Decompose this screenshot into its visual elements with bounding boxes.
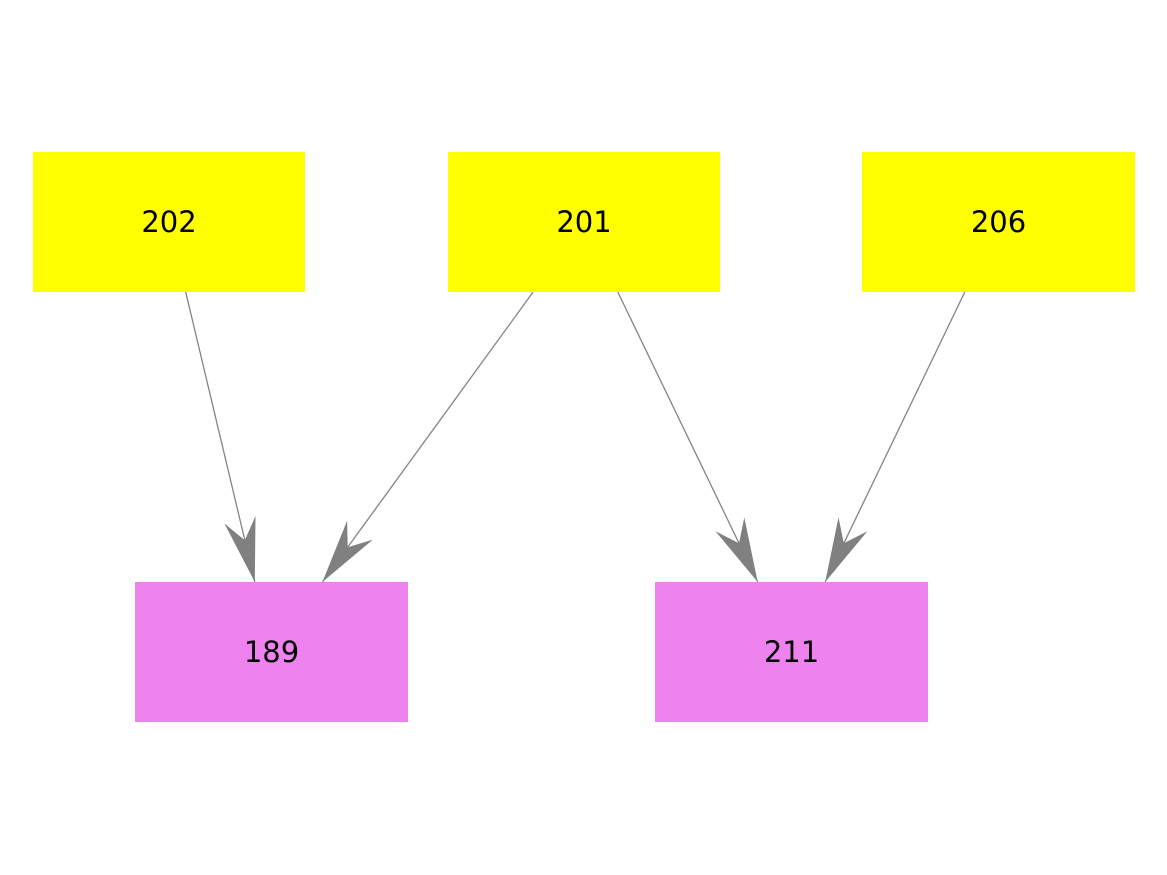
graph-node-206: 206 bbox=[862, 152, 1135, 292]
graph-node-201: 201 bbox=[448, 152, 720, 292]
graph-node-202: 202 bbox=[33, 152, 305, 292]
edge-201-189 bbox=[321, 291, 534, 583]
arrowhead-201-211 bbox=[715, 517, 758, 582]
arrowhead-202-189 bbox=[224, 516, 256, 582]
graph-node-189: 189 bbox=[135, 582, 408, 722]
graph-node-211: 211 bbox=[655, 582, 928, 722]
edge-206-211 bbox=[824, 291, 966, 583]
node-label-206: 206 bbox=[970, 204, 1027, 239]
edge-201-211 bbox=[617, 291, 759, 583]
edge-202-189 bbox=[185, 291, 256, 583]
node-label-211: 211 bbox=[763, 634, 820, 669]
node-label-202: 202 bbox=[141, 204, 197, 239]
arrowhead-206-211 bbox=[825, 517, 868, 582]
arrowhead-201-189 bbox=[322, 520, 373, 582]
node-label-189: 189 bbox=[243, 634, 300, 669]
node-label-201: 201 bbox=[556, 204, 612, 239]
